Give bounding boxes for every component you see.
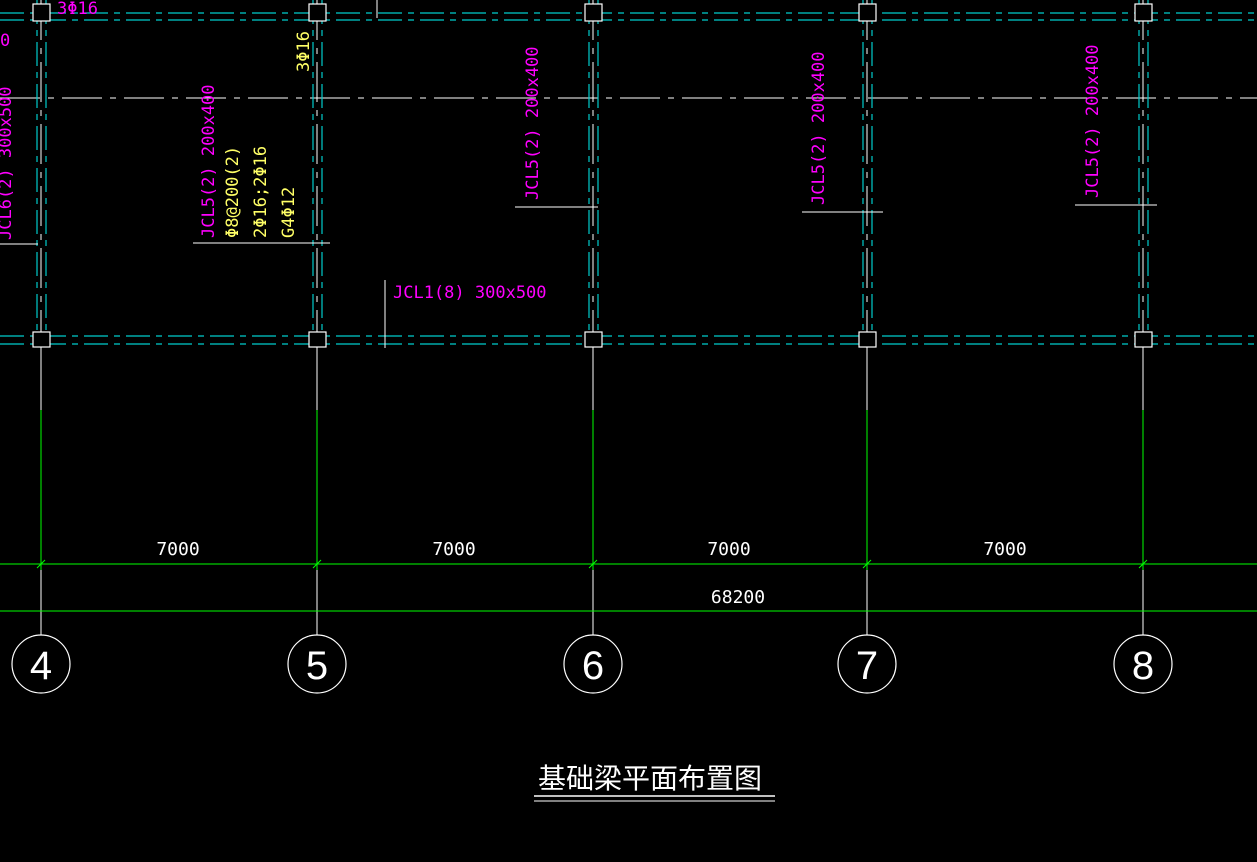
jcl1-name-label: JCL1(8) 300x500 — [393, 283, 547, 303]
left-edge-beam-label: JCL6(2) 300x500 — [0, 86, 16, 240]
column — [1134, 331, 1153, 348]
jcl5-c-name-label: JCL5(2) 200x400 — [809, 51, 829, 205]
column — [32, 3, 51, 22]
jcl5-a-name-label: JCL5(2) 200x400 — [199, 84, 219, 238]
horizontal-beams — [0, 12, 1257, 345]
column — [1134, 3, 1153, 22]
axis-bubble-7 — [837, 634, 897, 694]
axis-label-6: 6 — [582, 644, 604, 688]
column — [858, 3, 877, 22]
span-dimension-4-5: 7000 — [156, 539, 199, 560]
span-dimension-7-8: 7000 — [983, 539, 1026, 560]
span-dimension-6-7: 7000 — [707, 539, 750, 560]
jcl5-a-main-label: 2Φ16;2Φ16 — [251, 146, 271, 238]
dimension-lines — [0, 559, 1257, 612]
column — [584, 3, 603, 22]
column — [32, 331, 51, 348]
axis-label-5: 5 — [306, 644, 328, 688]
leader-lines — [0, 0, 1157, 348]
axis-label-8: 8 — [1132, 644, 1154, 688]
axis-bubble-6 — [563, 634, 623, 694]
span-dimension-5-6: 7000 — [432, 539, 475, 560]
total-dimension: 68200 — [711, 587, 765, 608]
jcl5-b-name-label: JCL5(2) 200x400 — [523, 46, 543, 200]
columns — [32, 3, 1153, 348]
axis-label-4: 4 — [30, 644, 52, 688]
jcl5-d-name-label: JCL5(2) 200x400 — [1083, 44, 1103, 198]
axis-label-7: 7 — [856, 644, 878, 688]
column — [308, 331, 327, 348]
axis-bubble-4 — [11, 634, 71, 694]
top-left-partial-label: 0 — [0, 31, 10, 51]
column — [858, 331, 877, 348]
axis-bubble-5 — [287, 634, 347, 694]
col5-rebar-label: 3Φ16 — [294, 31, 314, 72]
dimension-extension-lines — [40, 410, 1144, 570]
drawing-title: 基础梁平面布置图 — [538, 762, 762, 795]
axis-bubbles — [11, 634, 1173, 694]
column — [308, 3, 327, 22]
vertical-beams — [36, 0, 1149, 340]
jcl5-a-stirrup-label: Φ8@200(2) — [223, 146, 243, 238]
column — [584, 331, 603, 348]
jcl5-a-side-label: G4Φ12 — [279, 187, 299, 238]
top-left-rebar-label: 3Φ16 — [57, 0, 98, 19]
axis-bubble-8 — [1113, 634, 1173, 694]
axis-grid-lines — [40, 340, 1144, 635]
